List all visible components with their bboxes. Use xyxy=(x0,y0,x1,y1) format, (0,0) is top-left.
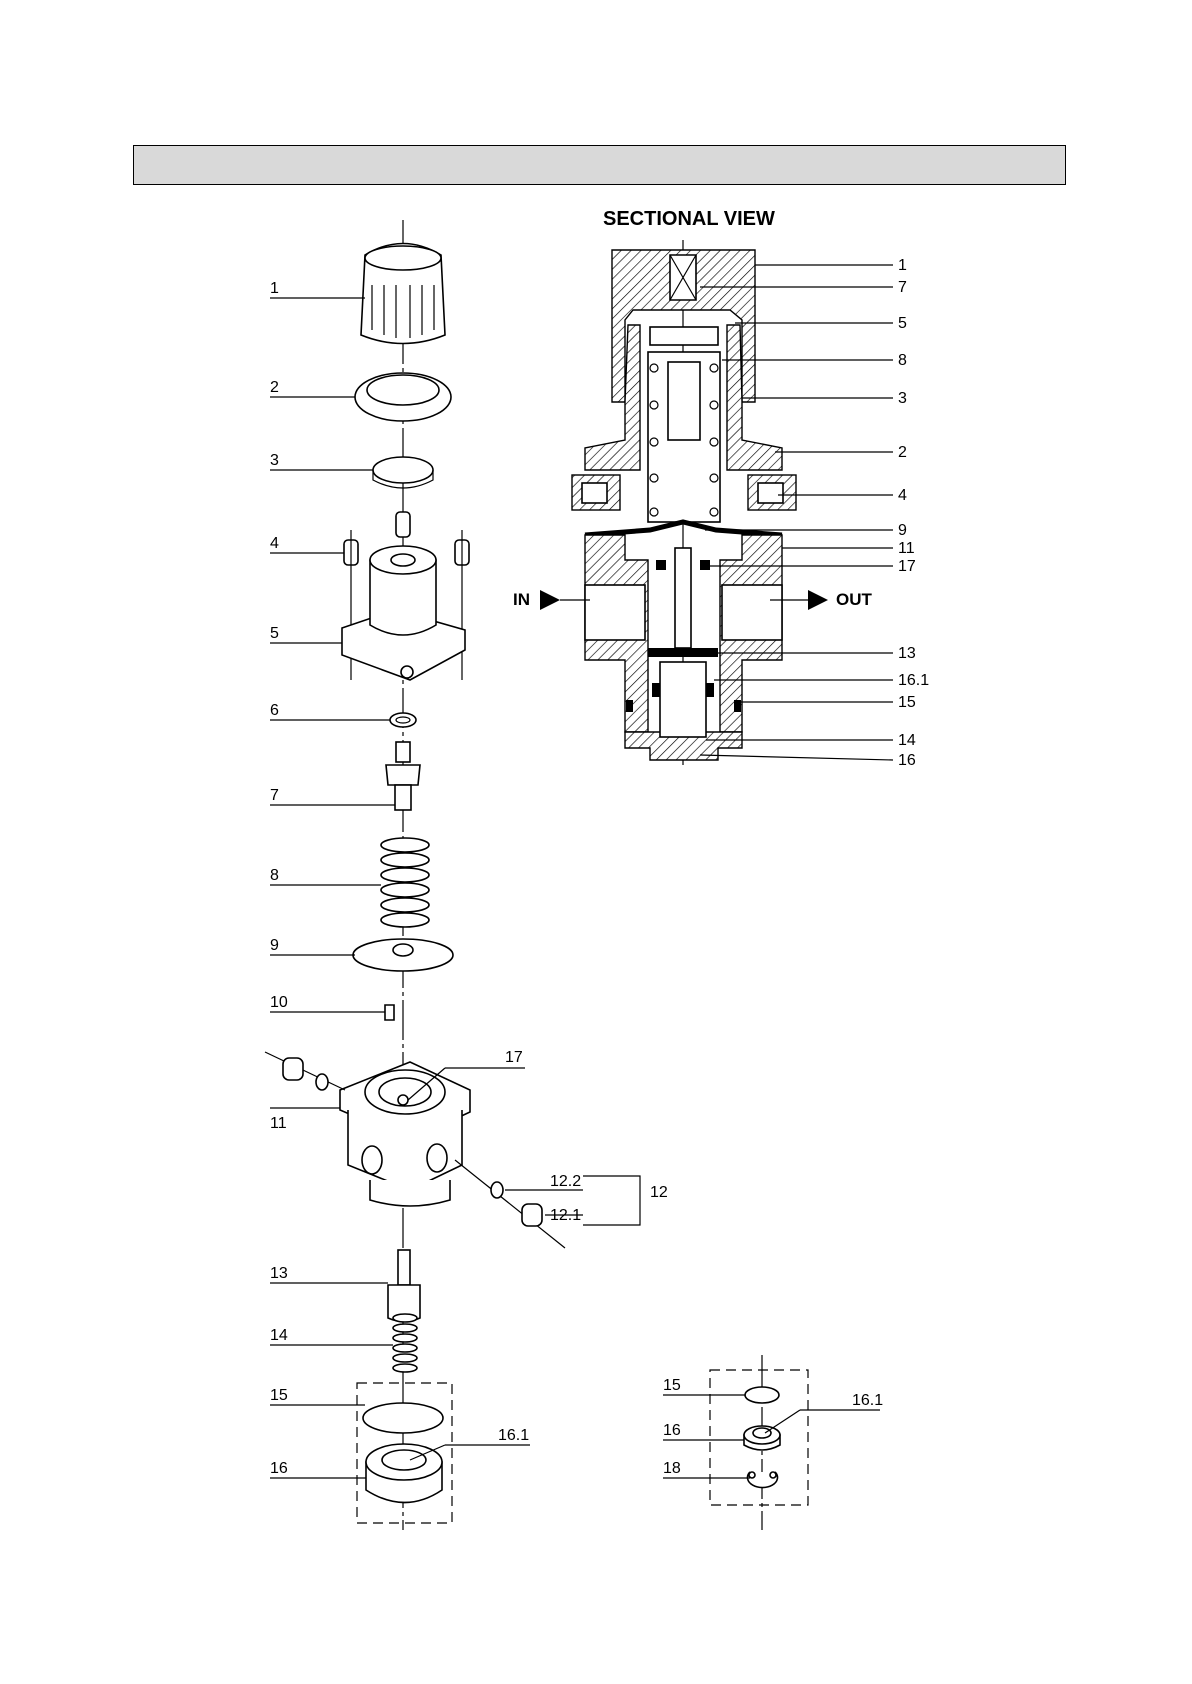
sectional-callout-16-1: 16.1 xyxy=(898,672,929,689)
sectional-callout-17: 17 xyxy=(898,558,916,575)
sectional-view-title: SECTIONAL VIEW xyxy=(603,208,775,230)
exploded-callout-5: 5 xyxy=(270,625,279,642)
exploded-callout-12: 12 xyxy=(650,1184,668,1201)
sectional-callout-2: 2 xyxy=(898,444,907,461)
exploded-callout-9: 9 xyxy=(270,937,279,954)
part-screw-center xyxy=(396,512,410,537)
sectional-view: SECTIONAL VIEW xyxy=(513,208,929,769)
detail-callout-16-1: 16.1 xyxy=(852,1392,883,1409)
exploded-callout-13: 13 xyxy=(270,1265,288,1282)
sectional-callout-16: 16 xyxy=(898,752,916,769)
section-oring-15 xyxy=(626,700,633,712)
detail-oring-15 xyxy=(745,1387,779,1403)
out-arrow-icon xyxy=(808,590,828,610)
sectional-callout-11: 11 xyxy=(898,540,915,557)
section-outlet-port xyxy=(722,585,782,640)
sectional-callout-8: 8 xyxy=(898,352,907,369)
sectional-callout-4: 4 xyxy=(898,487,907,504)
exploded-callout-6: 6 xyxy=(270,702,279,719)
exploded-callout-12-1: 12.1 xyxy=(550,1207,581,1224)
exploded-callout-16-1: 16.1 xyxy=(498,1427,529,1444)
part-valve xyxy=(398,1250,410,1285)
exploded-view: 1 2 3 4 5 6 7 8 9 10 17 11 12.2 12 12.1 … xyxy=(265,220,668,1530)
detail-callout-18: 18 xyxy=(663,1460,681,1477)
in-label: IN xyxy=(513,590,530,609)
sectional-callout-14: 14 xyxy=(898,732,916,749)
part-oring-15 xyxy=(363,1403,443,1433)
exploded-callout-12-2: 12.2 xyxy=(550,1173,581,1190)
out-label: OUT xyxy=(836,590,873,609)
part-inlet-plug xyxy=(283,1058,303,1080)
exploded-callout-17: 17 xyxy=(505,1049,523,1066)
exploded-callout-8: 8 xyxy=(270,867,279,884)
sectional-callout-5: 5 xyxy=(898,315,907,332)
detail-kit-view: 15 16.1 16 18 xyxy=(663,1355,883,1530)
section-valve-guide xyxy=(660,662,706,737)
section-spring-plate xyxy=(650,327,718,345)
sectional-callout-3: 3 xyxy=(898,390,907,407)
detail-callout-16: 16 xyxy=(663,1422,681,1439)
part-oring-6 xyxy=(390,713,416,727)
exploded-callout-15: 15 xyxy=(270,1387,288,1404)
bracket-12 xyxy=(583,1176,640,1225)
exploded-callout-16: 16 xyxy=(270,1460,288,1477)
section-inlet-port xyxy=(585,585,645,640)
part-plug-12-1 xyxy=(522,1204,542,1226)
exploded-callout-4: 4 xyxy=(270,535,279,552)
part-ring xyxy=(373,457,433,483)
part-oring-12-2 xyxy=(491,1182,503,1198)
sectional-callout-15: 15 xyxy=(898,694,916,711)
sectional-callout-7: 7 xyxy=(898,279,907,296)
exploded-callout-10: 10 xyxy=(270,994,288,1011)
part-spring-8 xyxy=(381,838,429,927)
exploded-callout-3: 3 xyxy=(270,452,279,469)
section-stem xyxy=(675,548,691,648)
sectional-callout-13: 13 xyxy=(898,645,916,662)
part-adjust-screw xyxy=(396,742,410,762)
part-clip xyxy=(385,1005,394,1020)
part-spring-14 xyxy=(393,1314,417,1372)
exploded-callout-14: 14 xyxy=(270,1327,288,1344)
exploded-callout-7: 7 xyxy=(270,787,279,804)
exploded-callout-2: 2 xyxy=(270,379,279,396)
detail-callout-15: 15 xyxy=(663,1377,681,1394)
in-arrow-icon xyxy=(540,590,560,610)
section-seal-17 xyxy=(656,560,666,570)
exploded-callout-1: 1 xyxy=(270,280,279,297)
section-screw-shank xyxy=(668,362,700,440)
section-oring-16-1 xyxy=(652,683,660,697)
sectional-callout-9: 9 xyxy=(898,522,907,539)
exploded-callout-11: 11 xyxy=(270,1115,287,1132)
section-valve-13 xyxy=(648,648,718,657)
sectional-callout-1: 1 xyxy=(898,257,907,274)
